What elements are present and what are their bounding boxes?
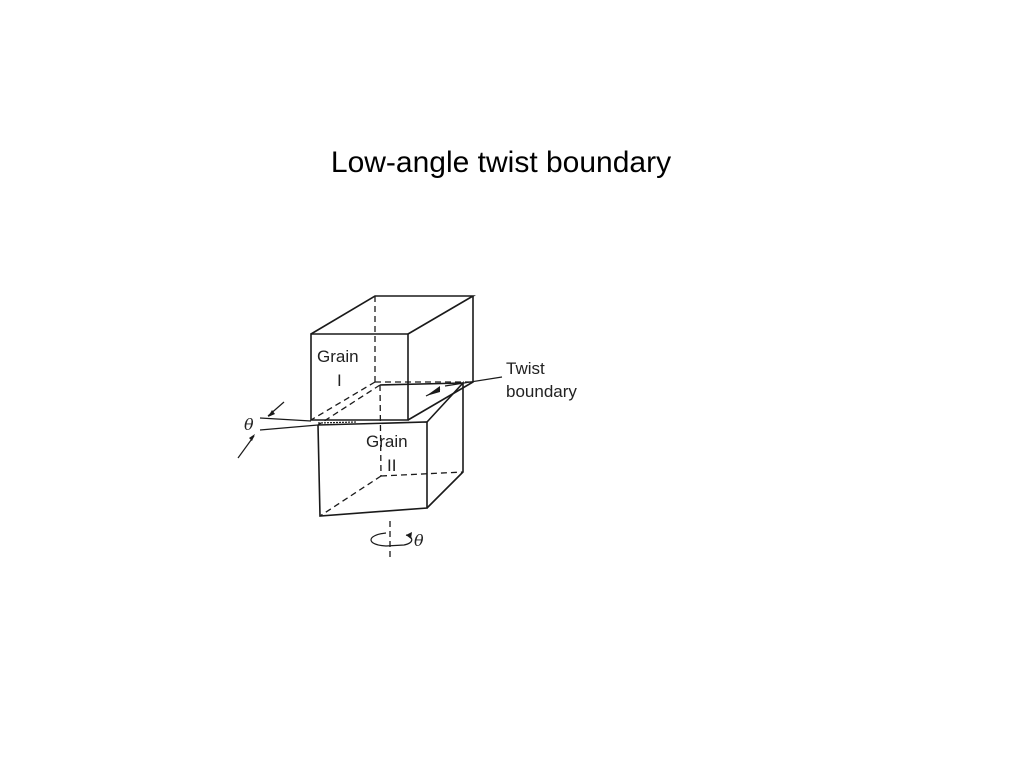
rotation-arrowhead-icon — [406, 532, 412, 539]
grain-ii-hidden-vertical — [379, 384, 382, 477]
twist-boundary-leader — [425, 376, 503, 397]
grain-i-label-line1: Grain — [317, 347, 359, 366]
left-theta-label: θ — [244, 415, 254, 434]
angle-arrowhead-upper-icon — [268, 410, 275, 417]
angle-line-upper — [259, 417, 312, 422]
boundary-strip — [317, 421, 357, 424]
twist-boundary-label-line2: boundary — [506, 382, 577, 401]
twist-boundary-label-line1: Twist — [506, 359, 545, 378]
axis-theta-label: θ — [414, 531, 424, 550]
grain-ii-right-face — [426, 380, 464, 509]
leader-line — [444, 376, 503, 387]
left-angle-indicator — [237, 401, 319, 459]
grain-i-label-line2: I — [337, 371, 342, 390]
rotation-axis — [370, 521, 413, 560]
grain-ii-hidden-top-left — [317, 384, 381, 426]
grain-i-hidden-bottom-left — [310, 381, 376, 421]
grain-ii-block — [317, 380, 464, 517]
angle-line-lower — [259, 424, 319, 431]
angle-arrowhead-lower-icon — [249, 434, 255, 441]
grain-ii-top-right-edge — [379, 382, 464, 386]
grain-ii-hidden-bottom-left — [319, 475, 382, 517]
page-title: Low-angle twist boundary — [330, 146, 672, 179]
leader-line-lower — [425, 388, 441, 397]
grain-ii-hidden-bottom-back — [380, 471, 464, 477]
grain-ii-label-line1: Grain — [366, 432, 408, 451]
grain-ii-label-line2: II — [387, 456, 396, 475]
grain-i-top-face — [310, 295, 476, 335]
rotation-arrow-icon — [370, 532, 413, 547]
leader-arrowhead-icon — [426, 386, 440, 396]
